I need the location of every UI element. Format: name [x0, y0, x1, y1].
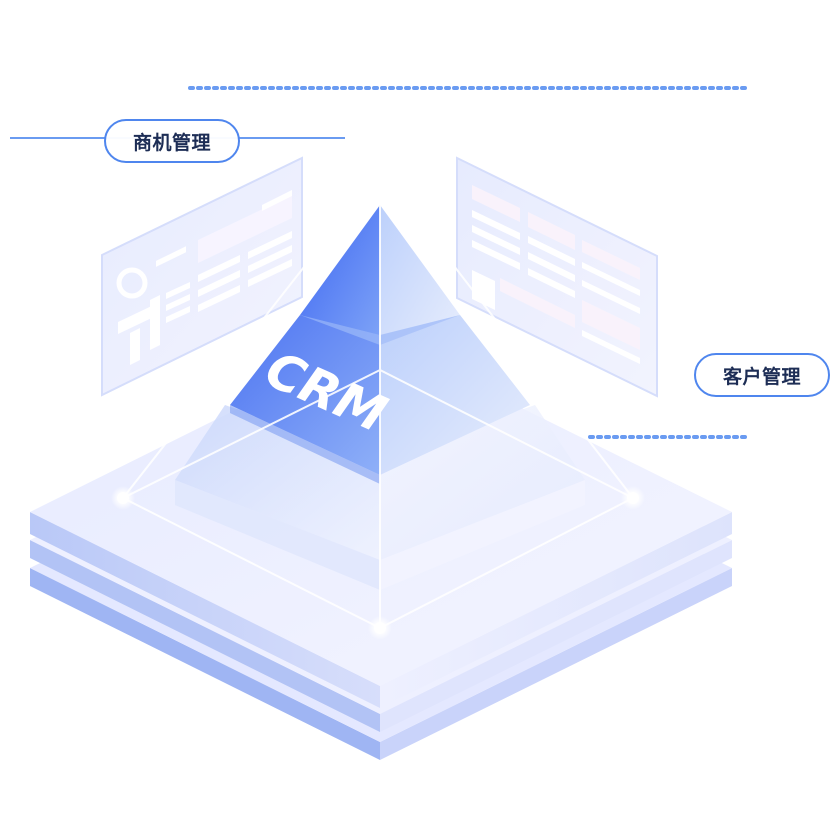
customer-management-button[interactable]: 客户管理 — [694, 353, 830, 397]
pyramid-middle-tier — [230, 315, 530, 484]
opportunity-management-button[interactable]: 商机管理 — [104, 119, 240, 163]
node-top — [368, 158, 392, 182]
customer-management-label: 客户管理 — [722, 366, 801, 388]
left-floating-panel — [101, 156, 303, 397]
wireframe-lines — [122, 169, 634, 629]
right-floating-panel — [456, 156, 658, 398]
opportunity-management-label: 商机管理 — [132, 132, 211, 154]
